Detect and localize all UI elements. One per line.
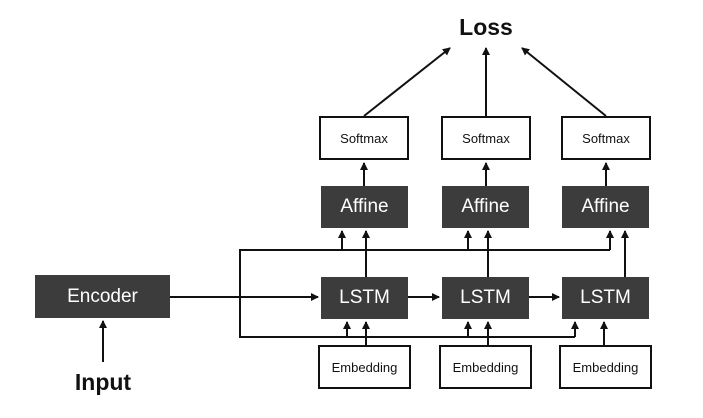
lstm-box-3: LSTM [562, 277, 649, 319]
loss-label: Loss [459, 14, 513, 40]
embedding-box-1: Embedding [318, 345, 411, 389]
lstm-box-1: LSTM [321, 277, 408, 319]
lstm-box-2: LSTM [442, 277, 529, 319]
softmax3-to-loss-arrow [521, 47, 607, 117]
encoder-box: Encoder [35, 275, 170, 318]
softmax-box-1: Softmax [319, 116, 409, 160]
softmax1-to-loss-arrow [363, 47, 451, 117]
input-label: Input [74, 369, 132, 395]
softmax-box-2: Softmax [441, 116, 531, 160]
affine-box-3: Affine [562, 186, 649, 228]
embedding-box-3: Embedding [559, 345, 652, 389]
softmax-box-3: Softmax [561, 116, 651, 160]
context-top-rail [239, 249, 610, 297]
embedding-box-2: Embedding [439, 345, 532, 389]
affine-box-1: Affine [321, 186, 408, 228]
context-bottom-rail [239, 297, 575, 338]
affine-box-2: Affine [442, 186, 529, 228]
